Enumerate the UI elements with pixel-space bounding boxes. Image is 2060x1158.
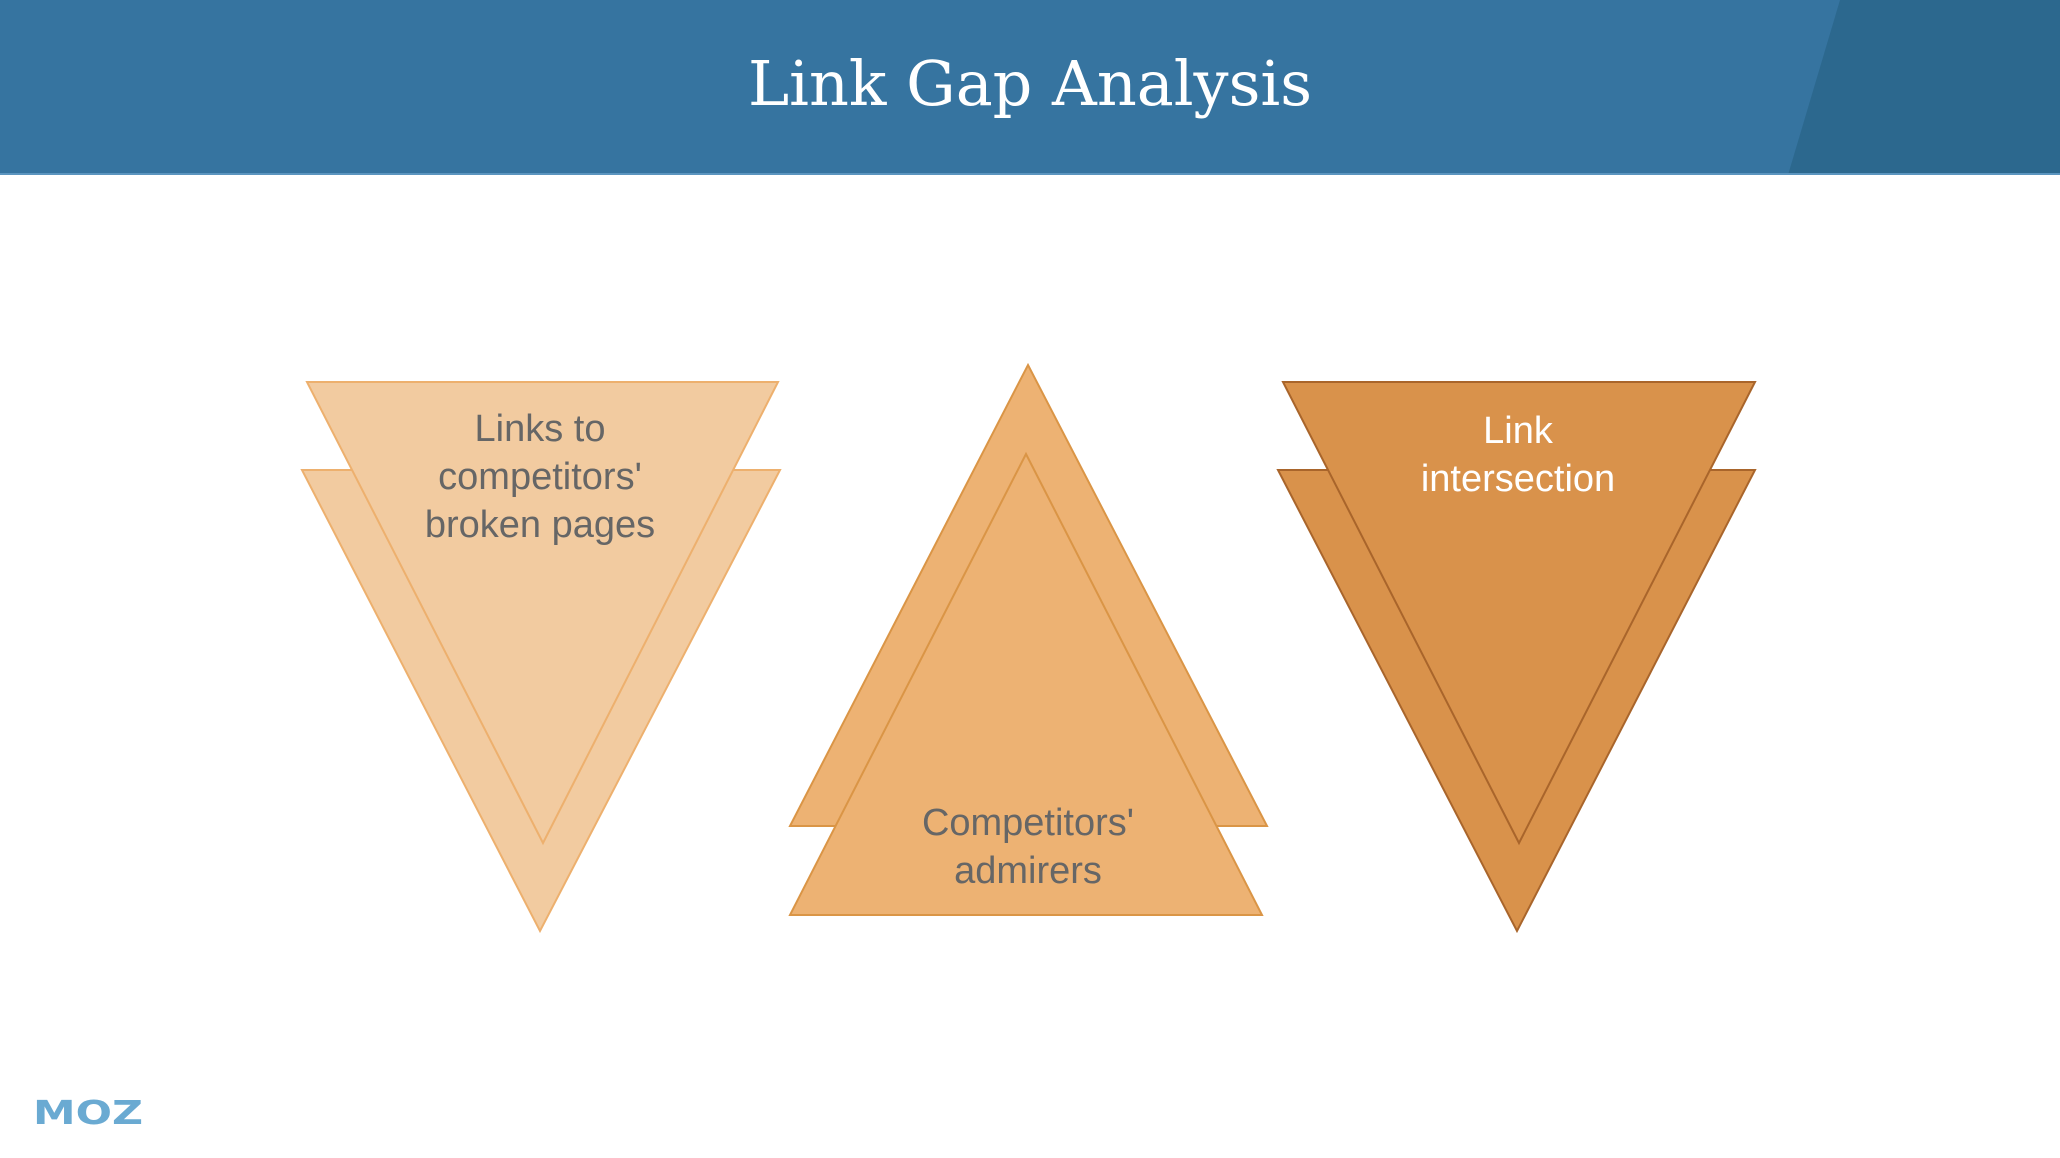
header-accent-shape <box>1788 0 2060 175</box>
label-line: admirers <box>954 850 1102 892</box>
triangle-front-shape <box>305 381 780 846</box>
moz-logo-text: MOZ <box>33 1098 143 1126</box>
triangle-group-link-intersection <box>1276 381 1757 934</box>
label-line: competitors' <box>438 456 642 498</box>
label-line: Links to <box>474 408 606 450</box>
label-line: Link <box>1483 410 1553 452</box>
moz-logo: MOZ <box>33 1098 143 1126</box>
slide-header: Link Gap Analysis <box>0 0 2060 175</box>
label-admirers: Competitors' admirers <box>848 799 1208 895</box>
label-broken-pages: Links to competitors' broken pages <box>360 405 720 549</box>
triangle-group-broken-pages <box>300 381 782 934</box>
triangle-front-shape <box>1281 381 1757 846</box>
triangle-group-admirers <box>788 362 1269 916</box>
header-bottom-line <box>0 173 2060 175</box>
label-line: broken pages <box>424 504 656 546</box>
label-line: Competitors' <box>921 802 1135 844</box>
label-line: intersection <box>1420 458 1616 500</box>
label-link-intersection: Link intersection <box>1338 407 1698 503</box>
triangle-front-shape <box>788 451 1264 916</box>
slide-title: Link Gap Analysis <box>747 47 1313 120</box>
